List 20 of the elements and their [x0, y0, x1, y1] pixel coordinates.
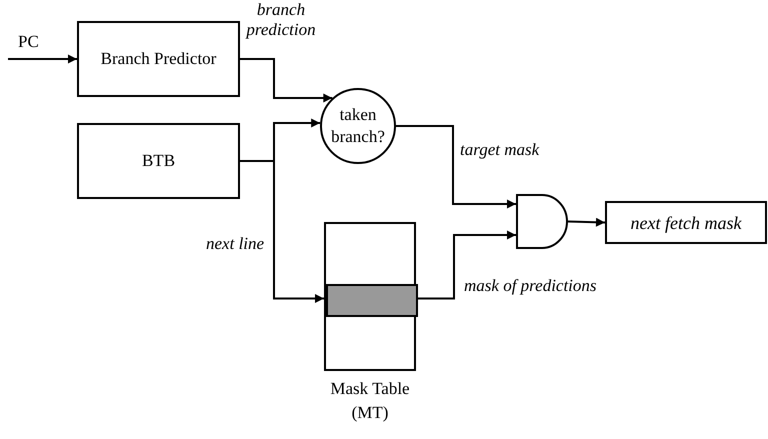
arrow: [568, 218, 606, 227]
block-box: [77, 21, 240, 97]
edge-label: target mask: [460, 140, 540, 160]
edge-label: mask of predictions: [464, 276, 597, 296]
highlighted-row: [326, 284, 418, 317]
and-gate: [516, 194, 568, 249]
node-label: Branch Predictor: [100, 48, 216, 70]
node-label: next fetch mask: [630, 212, 742, 234]
arrow: [416, 230, 516, 300]
arrow: [396, 125, 516, 208]
arrow: [240, 58, 332, 102]
block-box: [77, 123, 240, 199]
node-label: taken branch?: [330, 104, 386, 148]
edge-label: next line: [206, 234, 264, 254]
node-label: Mask Table (MT): [330, 379, 410, 422]
block-box: [605, 201, 767, 244]
arrow: [8, 54, 77, 64]
edge-label: branch prediction: [246, 0, 316, 40]
edge-label: PC: [18, 32, 39, 52]
node-label: BTB: [142, 150, 176, 172]
